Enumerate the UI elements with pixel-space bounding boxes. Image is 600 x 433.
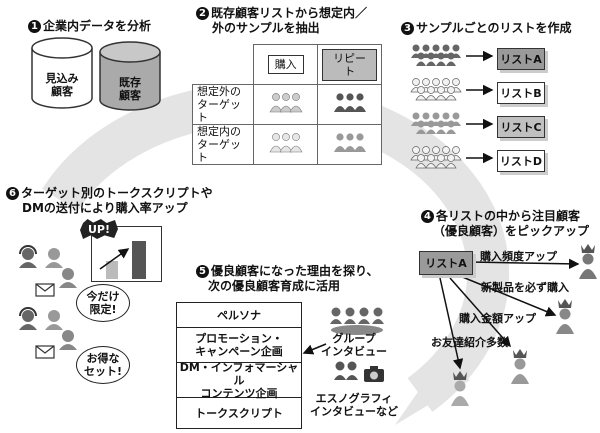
- row-expected: 想定内のターゲット: [191, 124, 255, 165]
- existing-db-label: 既存顧客: [119, 76, 141, 102]
- people-icon: [253, 84, 319, 125]
- col-repeat: リピート: [317, 44, 382, 85]
- research-graphic: [302, 307, 384, 382]
- sample-matrix: 購入 リピート 想定外のターゲット 想定内のターゲット: [191, 44, 382, 165]
- list-d-box: リストD: [497, 150, 545, 172]
- pickup-graphic: [439, 244, 597, 406]
- branch-referral: お友達紹介多数: [431, 336, 508, 349]
- col-purchase: 購入: [253, 44, 319, 85]
- row-unexpected: 想定外のターゲット: [191, 84, 255, 125]
- list-c-box: リストC: [497, 116, 545, 138]
- speech-bubble-limited: 今だけ限定!: [76, 284, 130, 322]
- pickup-list-a: リストA: [419, 251, 473, 275]
- people-icon: [253, 124, 319, 165]
- branch-new-product: 新製品を必ず購入: [481, 281, 569, 294]
- usage-stack: ペルソナ プロモーション・キャンペーン企画 DM・インフォマーシャルコンテンツ企…: [176, 302, 302, 429]
- list-a-box: リストA: [497, 48, 545, 70]
- list-b-box: リストB: [497, 82, 545, 104]
- database-icons: [31, 37, 161, 111]
- speech-bubble-set: お得なセット!: [76, 346, 130, 384]
- ethnography-label: エスノグラフィインタビューなど: [310, 392, 398, 418]
- branch-amount: 購入金額アップ: [459, 312, 536, 325]
- call-center-graphic: [19, 245, 77, 359]
- prospect-db-label: 見込み顧客: [45, 72, 79, 98]
- up-badge: UP!: [80, 219, 118, 239]
- list-creation-graphic: [410, 44, 494, 169]
- people-icon: [317, 84, 382, 125]
- people-icon: [317, 124, 382, 165]
- branch-frequency: 購入頻度アップ: [480, 250, 557, 263]
- group-interview-label: グループインタビュー: [321, 332, 387, 358]
